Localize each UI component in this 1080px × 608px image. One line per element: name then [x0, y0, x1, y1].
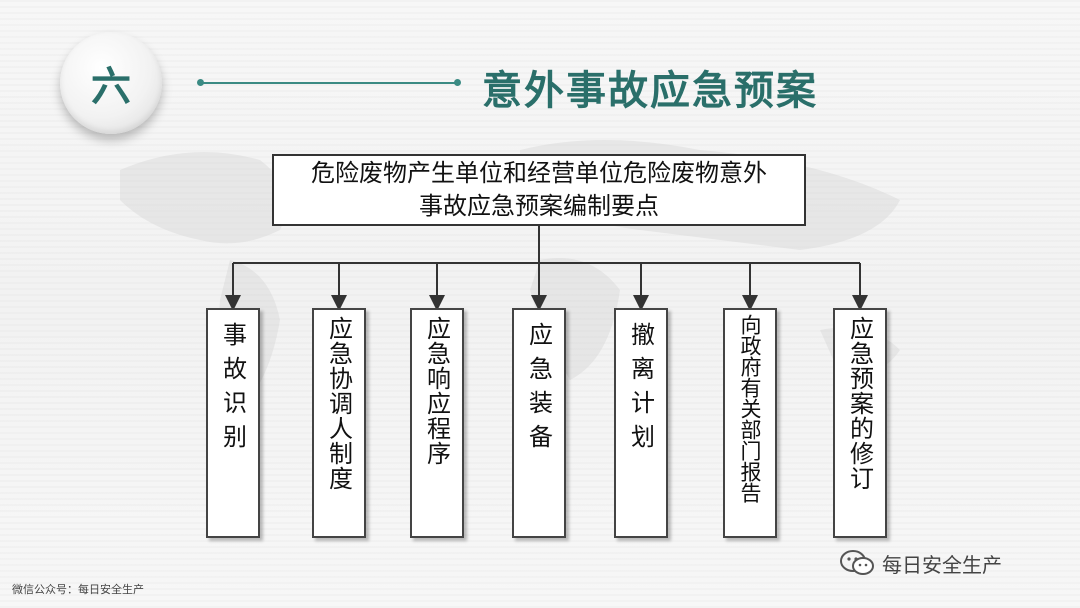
- root-node: 危险废物产生单位和经营单位危险废物意外 事故应急预案编制要点: [272, 154, 806, 226]
- child-node-label: 事故识别: [218, 322, 247, 458]
- watermark-text: 每日安全生产: [882, 552, 1002, 577]
- child-node-label: 应急响应程序: [422, 316, 451, 466]
- watermark: 每日安全生产: [838, 548, 1002, 578]
- child-node-label: 应急预案的修订: [845, 316, 874, 491]
- child-node-label: 应急协调人制度: [324, 316, 353, 491]
- child-node-response-procedure: 应急响应程序: [410, 308, 464, 538]
- child-node-evacuation-plan: 撤离计划: [614, 308, 668, 538]
- child-node-label: 撤离计划: [626, 322, 655, 458]
- child-node-label: 应急装备: [524, 322, 553, 458]
- section-number-badge: 六: [60, 32, 162, 134]
- section-number: 六: [91, 64, 131, 110]
- slide-title: 意外事故应急预案: [482, 68, 818, 114]
- root-node-line-2: 事故应急预案编制要点: [419, 192, 659, 220]
- title-line-end-dot: [454, 79, 461, 86]
- title-divider-line: [199, 82, 457, 84]
- root-node-line-1: 危险废物产生单位和经营单位危险废物意外: [311, 159, 767, 187]
- child-node-label: 向政府有关部门报告: [738, 314, 762, 503]
- wechat-icon: [840, 550, 874, 575]
- child-node-emergency-coordinator: 应急协调人制度: [312, 308, 366, 538]
- child-node-report-to-government: 向政府有关部门报告: [723, 308, 777, 538]
- footer-source-label: 微信公众号：每日安全生产: [12, 583, 144, 596]
- child-node-emergency-equipment: 应急装备: [512, 308, 566, 538]
- child-node-accident-identification: 事故识别: [206, 308, 260, 538]
- child-node-plan-revision: 应急预案的修订: [833, 308, 887, 538]
